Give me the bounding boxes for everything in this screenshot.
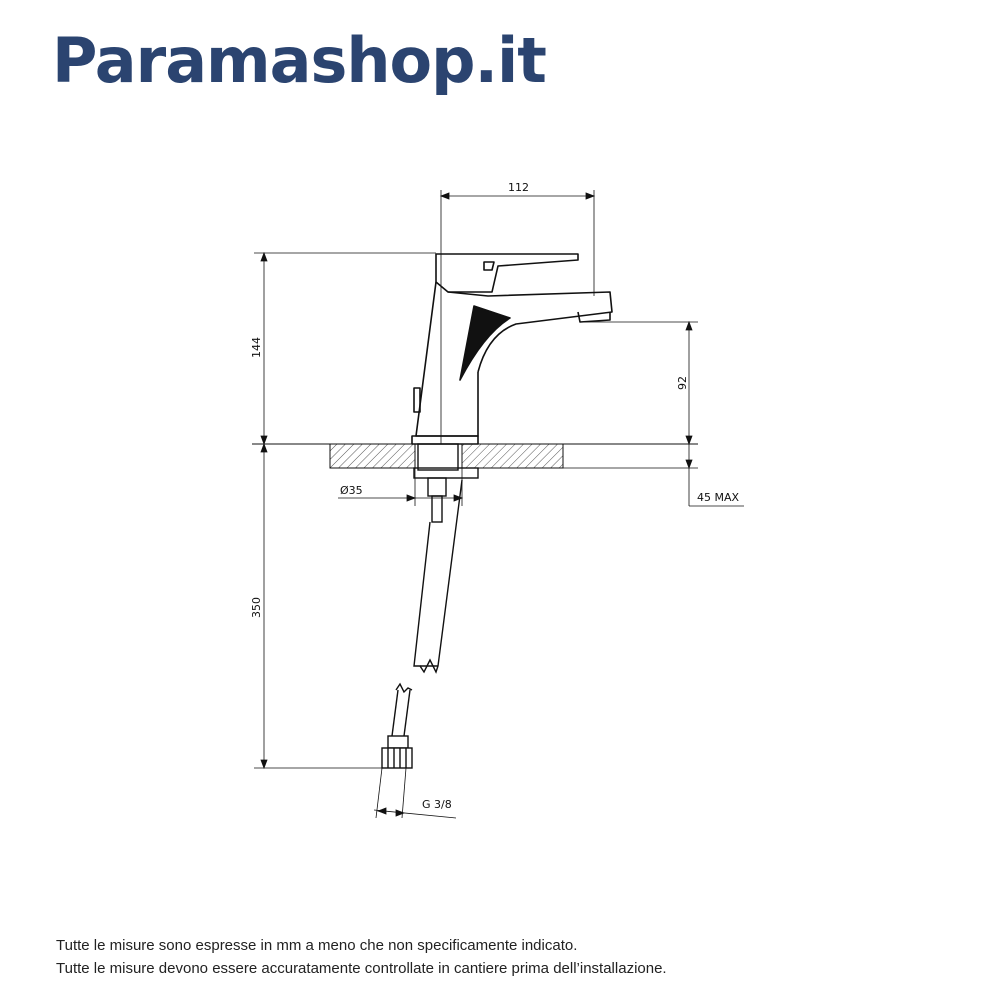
- footnote-line-1: Tutte le misure sono espresse in mm a me…: [56, 937, 578, 954]
- countertop-section: [329, 443, 564, 469]
- dimension-label-92: 92: [676, 376, 689, 390]
- dimension-144: [254, 251, 436, 446]
- dimension-350: [254, 442, 382, 770]
- footnote-line-2: Tutte le misure devono essere accuratame…: [56, 960, 667, 977]
- dimension-diameter-35: [338, 444, 464, 506]
- faucet-body: [411, 253, 613, 445]
- dimension-label-144: 144: [250, 337, 263, 358]
- hose-connector: [381, 682, 413, 769]
- dimension-label-112: 112: [508, 181, 529, 194]
- footnotes: Tutte le misure sono espresse in mm a me…: [56, 934, 667, 980]
- dimension-45-max: [563, 444, 744, 507]
- dimension-112: [439, 190, 596, 444]
- dimension-g-3-8: [373, 767, 457, 819]
- dimension-label-g-3-8: G 3/8: [422, 798, 452, 811]
- dimension-label-45-max: 45 MAX: [697, 491, 740, 504]
- brand-logo: Paramashop.it: [52, 24, 547, 97]
- dimension-92: [580, 320, 698, 446]
- dimension-label-350: 350: [250, 597, 263, 618]
- dimension-label-diameter-35: Ø35: [340, 484, 363, 497]
- fixing-assembly: [413, 443, 479, 674]
